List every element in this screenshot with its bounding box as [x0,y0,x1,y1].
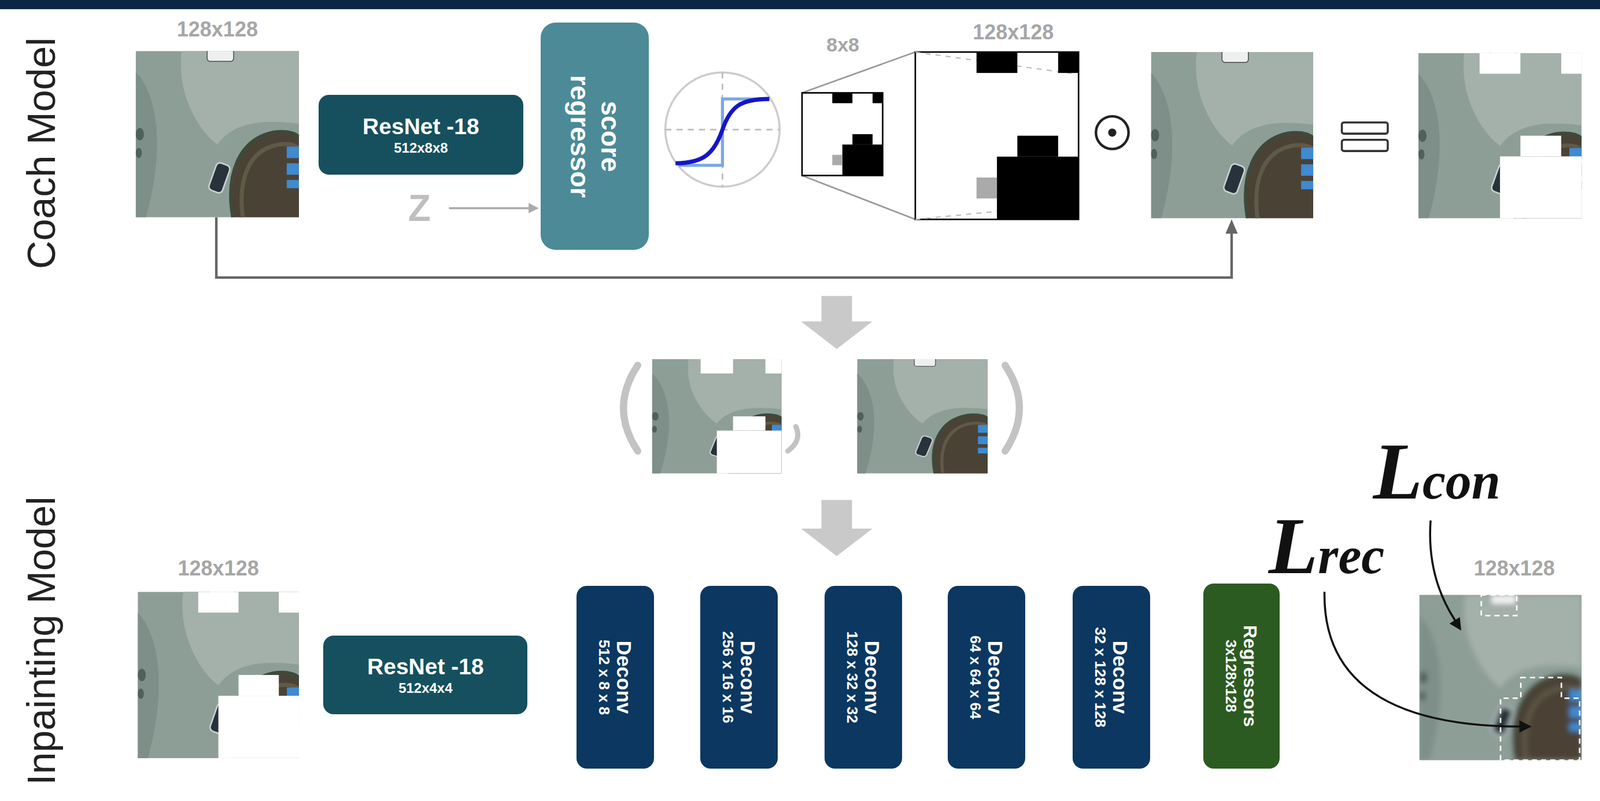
mask-large [915,52,1079,220]
top-bar [0,0,1600,10]
arrowhead [1449,616,1462,631]
mask-cell [832,154,842,166]
aerial-image [1418,50,1584,218]
comma [787,426,798,451]
wire [216,217,1232,278]
bar [1342,139,1388,151]
zoom-line [802,175,916,220]
section-title: Coach Model [19,37,63,269]
circle [665,72,781,187]
node-title: score regressor [564,74,626,198]
equals-symbol [1342,122,1388,151]
zoom-line [802,52,916,94]
node-detail: 3x128x128 [1222,625,1240,727]
node-title: ResNet -18 [362,113,480,140]
size-label: 128x128 [176,17,258,42]
aerial-image [135,49,302,218]
node-detail: 512x4x4 [367,680,484,697]
loss-label: Lrec [1268,505,1385,587]
curve [1324,591,1521,727]
circle [1095,116,1129,149]
loss-arrow [1324,591,1532,733]
section-title: Inpainting Model [19,496,63,786]
text-group: ResNet -18512x4x4 [367,653,484,696]
node-detail: 512x8x8 [362,139,480,157]
mask-cell [976,177,997,199]
output-image [1419,595,1583,761]
mask-cells [976,52,1079,220]
sigmoid-icon [665,72,781,187]
regressor-box: Regressors3x128x128 [1203,583,1280,768]
loss-label: Lcon [1372,430,1501,512]
node-title: ResNet -18 [367,653,484,681]
mask-overlay [198,591,299,759]
node-title: Regressors [1239,625,1261,727]
blurred-image [1419,595,1583,761]
encoder-box: ResNet -18512x8x8 [318,94,524,175]
node-detail: 256 x 16 x 16 [718,630,737,723]
text-group: Deconv64 x 64 x 64 [966,635,1007,720]
regressor-box: score regressor [540,22,649,251]
mask-zoom [802,52,1079,220]
noise-label: Z [408,187,431,229]
flow-arrow [800,500,873,557]
node-title: Deconv [860,630,884,723]
size-label: 8x8 [826,34,860,56]
mask-cells [832,93,883,176]
aerial-image [1151,49,1316,218]
text-group: Deconv128 x 32 x 32 [843,630,884,723]
size-label: 128x128 [178,556,260,580]
deconv-layer: Deconv32 x 128 x 128 [1072,585,1151,769]
text-group: Deconv512 x 8 x 8 [595,639,636,715]
mask-overlay [1479,53,1582,219]
node-title: Deconv [983,635,1007,720]
dot [1107,128,1117,137]
size-label: 128x128 [1473,556,1555,580]
size-label: 128x128 [972,21,1054,45]
node-title: Deconv [735,630,759,723]
sigmoid-curve [675,98,770,164]
mask-small [802,93,883,176]
text-group: score regressor [564,74,626,198]
text-group: ResNet -18512x8x8 [362,113,480,156]
aerial-image [856,357,990,474]
hadamard-symbol [1095,116,1129,149]
dashed-box [1481,595,1517,616]
deconv-layer: Deconv256 x 16 x 16 [700,585,778,769]
node-detail: 32 x 128 x 128 [1091,626,1109,728]
feedback-line [216,217,1238,278]
node-detail: 64 x 64 x 64 [966,635,984,720]
loss-arrow [1429,520,1462,631]
node-detail: 512 x 8 x 8 [595,639,613,715]
node-title: Deconv [612,639,636,715]
dashed-regions [1481,595,1580,761]
curve [1429,520,1455,621]
z-arrow [448,202,539,214]
node-title: Deconv [1108,626,1132,728]
bar [1342,122,1388,134]
arrowhead [528,202,539,214]
arrowhead [1519,720,1532,733]
mask-overlay [700,359,782,474]
text-group: Deconv256 x 16 x 16 [718,630,760,723]
dashed-box [1500,677,1580,761]
deconv-layer: Deconv512 x 8 x 8 [576,585,654,769]
node-detail: 128 x 32 x 32 [843,630,861,723]
bracket [623,365,638,452]
aerial-image [137,589,301,759]
arrowhead [1225,219,1238,234]
wire [448,207,529,210]
deconv-layer: Deconv64 x 64 x 64 [947,585,1026,769]
deconv-layer: Deconv128 x 32 x 32 [824,585,903,769]
aerial-image [652,357,784,474]
encoder-box: ResNet -18512x4x4 [323,635,528,715]
text-group: Deconv32 x 128 x 128 [1091,626,1132,728]
bracket [1004,365,1020,452]
flow-arrow [800,296,873,350]
text-group: Regressors3x128x128 [1222,625,1261,727]
